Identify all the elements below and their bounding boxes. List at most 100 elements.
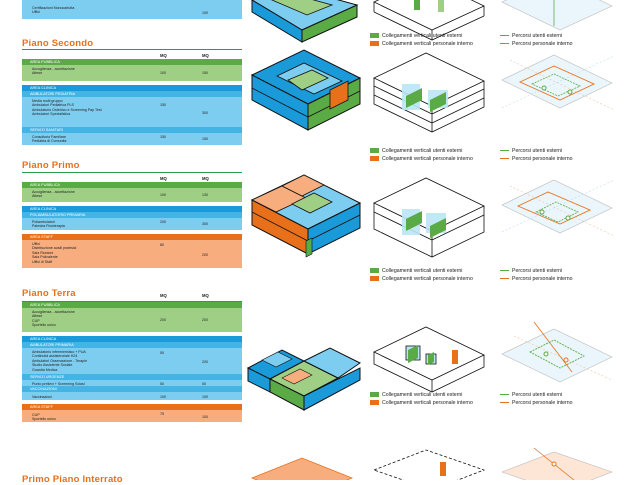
row-label: Sala Riunioni [32, 250, 54, 255]
interrato-paths [501, 447, 613, 480]
mq-value: 150 [160, 135, 166, 139]
table-header: MQ MQ [22, 289, 242, 301]
legend-terra-paths: Percorsi utenti esterni Percorsi persona… [500, 268, 573, 282]
terra-paths [501, 321, 613, 383]
row-label: Ambulatorio infermieristico + PUA [32, 350, 86, 354]
green-swatch-icon [370, 148, 379, 154]
row-label: Poliambulatori [32, 220, 55, 224]
axonometric-column-paths [501, 0, 615, 480]
orange-line-icon [500, 278, 509, 280]
green-swatch-icon [370, 392, 379, 398]
mq-value: 150 [202, 137, 208, 141]
legend-label: Collegamenti verticali personale interno [382, 41, 473, 47]
band-servizi: SERVIZI SANITARI [22, 127, 242, 133]
orange-swatch-icon [370, 41, 379, 47]
green-swatch-icon [370, 33, 379, 39]
mq-header: MQ [202, 176, 209, 181]
table-row: Certificazioni Monocarlutta Uffici 100 [22, 0, 242, 19]
interrato-connections [372, 449, 486, 480]
band-area-pubblica: AREA PUBBLICA [22, 302, 242, 308]
band-area-clinica: AREA CLINICA [22, 336, 242, 342]
green-swatch-icon [370, 268, 379, 274]
band-area-pubblica: AREA PUBBLICA [22, 182, 242, 188]
row-label: Attese [32, 71, 43, 76]
legend-label: Percorsi utenti esterni [512, 268, 563, 274]
band-area-pubblica: AREA PUBBLICA [22, 59, 242, 65]
band-area-clinica: AREA CLINICA [22, 206, 242, 212]
section-vaccinazioni: Vaccinazioni 100 100 [22, 392, 242, 400]
building-secondo [250, 49, 362, 131]
mq-value: 100 [202, 395, 208, 399]
legend-secondo-vertical: Collegamenti verticali utenti esterni Co… [370, 33, 473, 47]
row-label: CUP [32, 413, 40, 417]
row-label: Distribuzione ausili protesici [32, 246, 77, 251]
mq-value: 50 [160, 382, 164, 386]
green-line-icon [500, 35, 509, 37]
legend-label: Percorsi personale interno [512, 400, 573, 406]
band-ambulatori: AMBULATORI PEDIATRIA [22, 91, 242, 97]
top-connections [373, 0, 485, 41]
green-line-icon [500, 270, 509, 272]
floor-title-secondo: Piano Secondo [22, 38, 94, 49]
legend-label: Collegamenti verticali personale interno [382, 276, 473, 282]
top-table: Certificazioni Monocarlutta Uffici 100 [22, 0, 242, 19]
band-area-staff: AREA STAFF [22, 234, 242, 240]
orange-line-icon [500, 43, 509, 45]
mq-value: 300 [202, 111, 208, 115]
secondo-paths [501, 54, 615, 111]
row-label: Certificazioni Monocarlutta [32, 6, 75, 10]
row-label: Sala Polivalente [32, 255, 58, 260]
legend-terra-vertical: Collegamenti verticali utenti esterni Co… [370, 268, 473, 282]
green-line-icon [500, 150, 509, 152]
legend-label: Collegamenti verticali utenti esterni [382, 148, 463, 154]
divider [22, 301, 242, 302]
section-servizi: Consultorio Familiare Pediatria di Comun… [22, 133, 242, 145]
orange-swatch-icon [370, 156, 379, 162]
orange-line-icon [500, 402, 509, 404]
table-primo: MQ MQ AREA PUBBLICA Accoglienza - accett… [22, 172, 242, 268]
orange-swatch-icon [370, 400, 379, 406]
mq-value: 200 [202, 318, 208, 322]
table-header: MQ MQ [22, 172, 242, 182]
mq-value: 100 [160, 395, 166, 399]
legend-label: Percorsi utenti esterni [512, 148, 563, 154]
secondo-connections [373, 52, 485, 133]
axonometric-column-connections [372, 0, 486, 480]
mq-value: 200 [160, 318, 166, 322]
floor-title-terra: Piano Terra [22, 288, 76, 299]
band-area-clinica: AREA CLINICA [22, 85, 242, 91]
mq-header: MQ [202, 293, 209, 298]
table-header: MQ MQ [22, 49, 242, 59]
legend-label: Percorsi personale interno [512, 276, 573, 282]
legend-secondo-paths: Percorsi utenti esterni Percorsi persona… [500, 33, 573, 47]
mq-value: 200 [202, 253, 208, 257]
row-label: Studio Assistente Sociale [32, 363, 73, 368]
row-label: CUP [32, 318, 40, 323]
row-label: Accoglienza - accettazione [32, 67, 75, 71]
legend-interrato-vertical: Collegamenti verticali utenti esterni Co… [370, 392, 473, 406]
row-label: Ambulatori Specialistica [32, 112, 71, 117]
floor-title-primo: Piano Primo [22, 160, 80, 171]
terra-connections [373, 326, 485, 393]
top-paths [501, 0, 613, 31]
section-clinica: Poliambulatori Palestra Fisioterapia 200… [22, 218, 242, 230]
legend-label: Percorsi utenti esterni [512, 392, 563, 398]
mq-header: MQ [202, 53, 209, 58]
primo-paths [501, 179, 615, 237]
mq-value: 100 [160, 71, 166, 75]
row-label: Pediatria di Comunità [32, 139, 67, 144]
row-label: Media multi gruppo [32, 99, 63, 103]
mq-header: MQ [160, 176, 167, 181]
orange-line-icon [500, 158, 509, 160]
section-urgenze: Punto prelievi + Screening Sclasi 50 50 [22, 380, 242, 386]
building-interrato [250, 457, 354, 480]
mq-value: 50 [202, 382, 206, 386]
row-label: Punto prelievi + Screening Sclasi [32, 382, 85, 386]
band-poliambulatorio: POLIAMBULATORIO PRIMARIA [22, 212, 242, 218]
table-secondo: MQ MQ AREA PUBBLICA Accoglienza - accett… [22, 49, 242, 145]
section-clinica: Media multi gruppo Ambulatori Pediatrica… [22, 97, 242, 127]
section-ambulatori: Ambulatorio infermieristico + PUA Contin… [22, 348, 242, 374]
legend-label: Collegamenti verticali personale interno [382, 156, 473, 162]
legend-label: Percorsi personale interno [512, 156, 573, 162]
row-label: Ambulatorio Ostetrico e Screening Pap Te… [32, 107, 102, 112]
